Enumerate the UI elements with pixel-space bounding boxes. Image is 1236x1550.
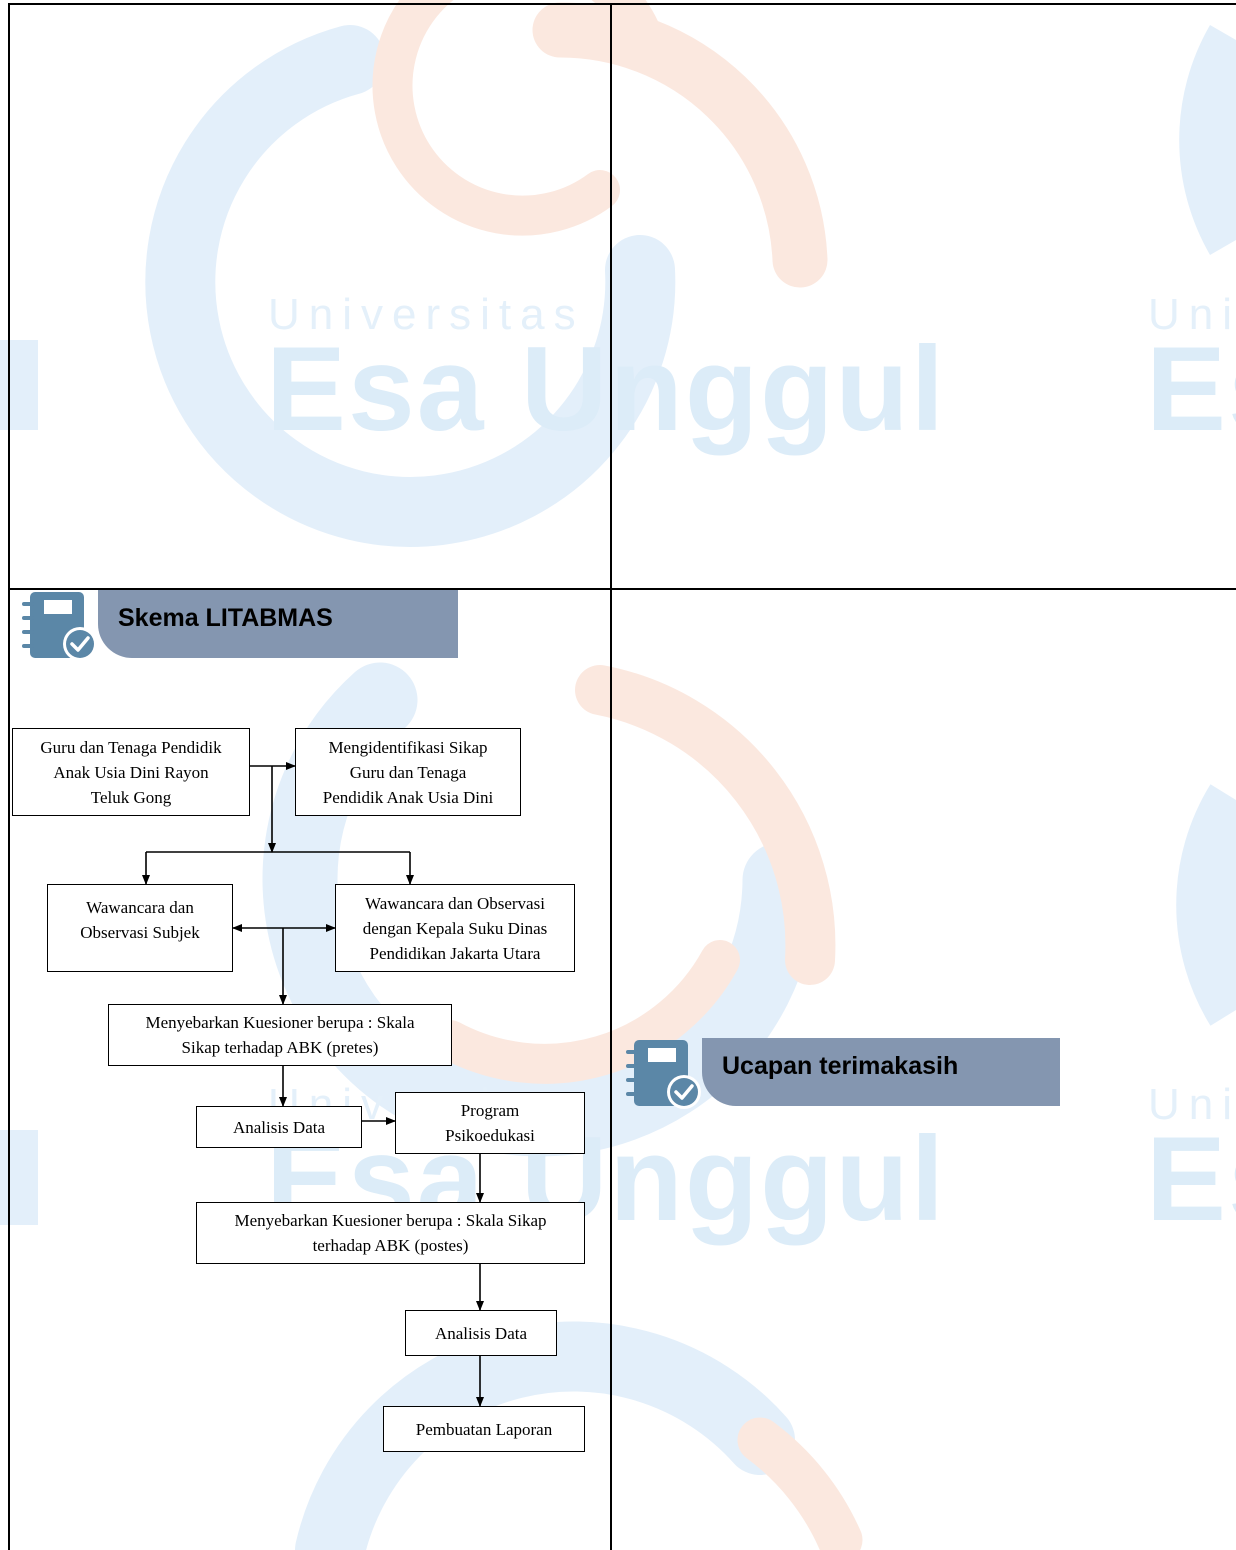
flow-node-kuesioner-postes: Menyebarkan Kuesioner berupa : Skala Sik… [196,1202,585,1264]
section-title: Skema LITABMAS [118,604,333,632]
table-divider-horizontal [8,588,1236,590]
flow-node-guru: Guru dan Tenaga Pendidik Anak Usia Dini … [12,728,250,816]
flow-node-wawancara-subjek: Wawancara dan Observasi Subjek [47,884,233,972]
section-header-skema: Skema LITABMAS [20,590,460,665]
notebook-check-icon [22,592,97,661]
table-border-left [8,3,10,1550]
header-bar [98,590,458,658]
